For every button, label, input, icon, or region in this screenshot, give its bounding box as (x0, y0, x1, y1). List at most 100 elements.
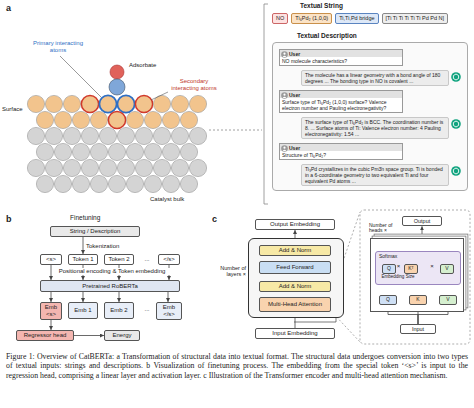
node-text: Token 2 (108, 256, 129, 263)
node-text: Q (387, 266, 391, 272)
atom (54, 111, 71, 128)
assistant-icon (451, 119, 461, 129)
connector (51, 320, 52, 330)
node-text: K (416, 297, 419, 303)
node-text: Emb <s> (43, 304, 59, 318)
label: × (395, 263, 402, 270)
user-icon (283, 149, 287, 150)
node-text: Pretrained RoBERTa (82, 283, 138, 290)
user-message: UserNO molecule characteristics? (279, 49, 403, 66)
atom (171, 95, 188, 112)
assistant-icon (451, 119, 461, 129)
user-icon (281, 92, 288, 99)
zoom-lines (331, 210, 470, 344)
heading: User (280, 144, 402, 151)
atom (81, 95, 98, 112)
label: ... (139, 306, 155, 313)
node-text: Feed Forward (276, 264, 313, 271)
label: b (6, 214, 16, 224)
node-text: Surface type of Ti₆Pd₂ (1,0,0) surface? … (280, 98, 402, 112)
atom (72, 143, 89, 160)
process-box: Energy (104, 330, 140, 341)
heading: User (280, 91, 402, 98)
label: Secondary interacting atoms (166, 78, 222, 92)
atom (27, 127, 44, 144)
connector (168, 292, 169, 302)
atom (36, 143, 53, 160)
process-box: Output Embedding (255, 219, 335, 230)
process-box: V (439, 295, 457, 305)
atom (189, 127, 206, 144)
label: ... (139, 256, 155, 263)
heading: Number of layers × (212, 265, 246, 278)
assistant-message: The surface type of Ti₆Pd₂ is BCC. The c… (301, 117, 449, 139)
process-box: Pretrained RoBERTa (40, 280, 180, 292)
atom (126, 111, 143, 128)
label: Tokenization (86, 243, 130, 250)
user-icon (283, 146, 285, 148)
decoration (60, 56, 101, 97)
process-box: V (440, 264, 454, 274)
assistant-icon (451, 166, 461, 176)
node-text: Add & Norm (279, 247, 312, 254)
chat-panel: UserNO molecule characteristics?The mole… (272, 42, 468, 191)
atom (45, 159, 62, 176)
label: × (428, 263, 436, 270)
node-text: Energy (112, 332, 131, 339)
node-text: Multi-Head Attention (268, 301, 322, 308)
assistant-icon (453, 74, 458, 80)
process-box: Regressor head (16, 330, 74, 341)
atom (180, 111, 197, 128)
atom (36, 111, 53, 128)
label: Embedding Size (376, 274, 420, 279)
node-text: NO (276, 15, 284, 22)
atom (171, 127, 188, 144)
atom (63, 127, 80, 144)
node-text: [Ti Ti Ti Ti Ti Ti Pd Pd N] (386, 15, 444, 22)
user-message: UserStructure of Ti₆Pd₂? (279, 143, 403, 160)
process-box: Token 1 (68, 254, 98, 265)
atom (99, 127, 116, 144)
connector (51, 292, 52, 302)
atom (189, 159, 206, 176)
atom (108, 175, 125, 192)
heading: User (280, 50, 402, 57)
token-box: NO (272, 13, 288, 24)
user-icon (283, 55, 287, 56)
atom (144, 175, 161, 192)
assistant-icon (453, 121, 458, 127)
token-box: Ti,Ti,Pd bridge (335, 13, 378, 24)
user-icon (281, 51, 288, 58)
atom (117, 95, 134, 112)
node-text: Ti₃Pd crystallizes in the cubic Pm3̄n sp… (305, 166, 445, 184)
connector (74, 335, 104, 336)
atom (72, 175, 89, 192)
process-box: Kᵀ (404, 264, 418, 274)
atom (54, 143, 71, 160)
label: c (212, 214, 222, 224)
process-box: Token 2 (104, 254, 134, 265)
node-text: Ti,Ti,Pd bridge (339, 15, 374, 22)
process-box: Multi-Head Attention (259, 297, 331, 312)
assistant-icon (451, 166, 461, 176)
atom (99, 95, 116, 112)
adsorbate-atom (109, 79, 125, 95)
user-icon (281, 145, 288, 152)
process-box: String / Description (50, 226, 140, 237)
node-text: Regressor head (24, 332, 67, 339)
softmax-formula: QKᵀVSoftmax (375, 251, 461, 285)
node-text: Token 1 (72, 256, 93, 263)
atom (99, 159, 116, 176)
process-box: Emb 2 (104, 302, 134, 319)
node-text: Output Embedding (270, 221, 320, 228)
atom (153, 127, 170, 144)
atom (153, 159, 170, 176)
user-icon (283, 96, 287, 97)
user-icon (283, 52, 285, 54)
atom (36, 175, 53, 192)
atom (180, 175, 197, 192)
connector (83, 292, 84, 302)
heading: Number of heads × (369, 223, 401, 235)
